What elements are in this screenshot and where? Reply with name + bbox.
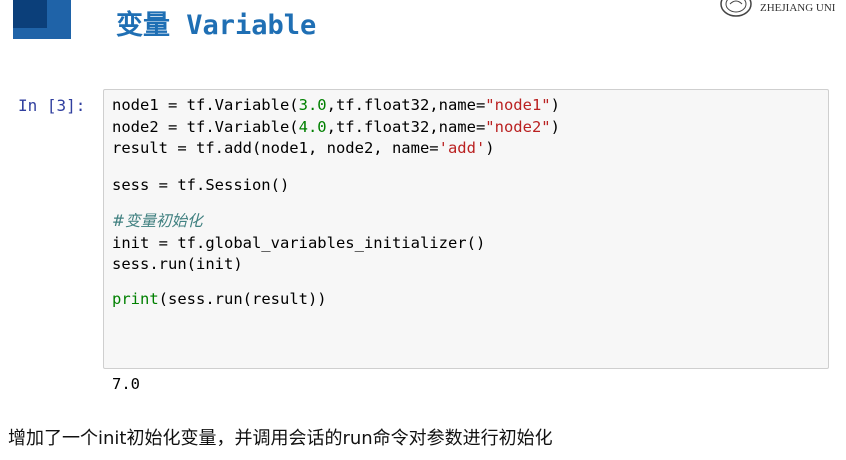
code-line-2: node2 = tf.Variable(4.0,tf.float32,name=… xyxy=(112,117,560,136)
code-line-3: result = tf.add(node1, node2, name='add'… xyxy=(112,139,495,157)
code-line-8: print(sess.run(result)) xyxy=(112,289,327,308)
code-line-1: node1 = tf.Variable(3.0,tf.float32,name=… xyxy=(112,96,560,114)
cell-output: 7.0 xyxy=(112,375,140,393)
slide-decoration-square-small xyxy=(13,0,47,28)
code-comment-line: #变量初始化 xyxy=(112,212,203,230)
code-line-6: init = tf.global_variables_initializer() xyxy=(112,233,486,252)
code-cell[interactable]: node1 = tf.Variable(3.0,tf.float32,name=… xyxy=(103,89,829,369)
code-editor[interactable]: node1 = tf.Variable(3.0,tf.float32,name=… xyxy=(112,95,560,310)
cell-prompt: In [3]: xyxy=(18,96,86,115)
slide-title: 变量 Variable xyxy=(116,10,317,41)
university-emblem-icon xyxy=(720,0,752,17)
code-line-4: sess = tf.Session() xyxy=(112,175,290,194)
code-line-7: sess.run(init) xyxy=(112,255,243,273)
university-logo: ZHEJIANG UNI xyxy=(716,0,846,20)
logo-text: ZHEJIANG UNI xyxy=(760,2,836,14)
caption-text: 增加了一个init初始化变量，并调用会话的run命令对参数进行初始化 xyxy=(8,428,553,449)
